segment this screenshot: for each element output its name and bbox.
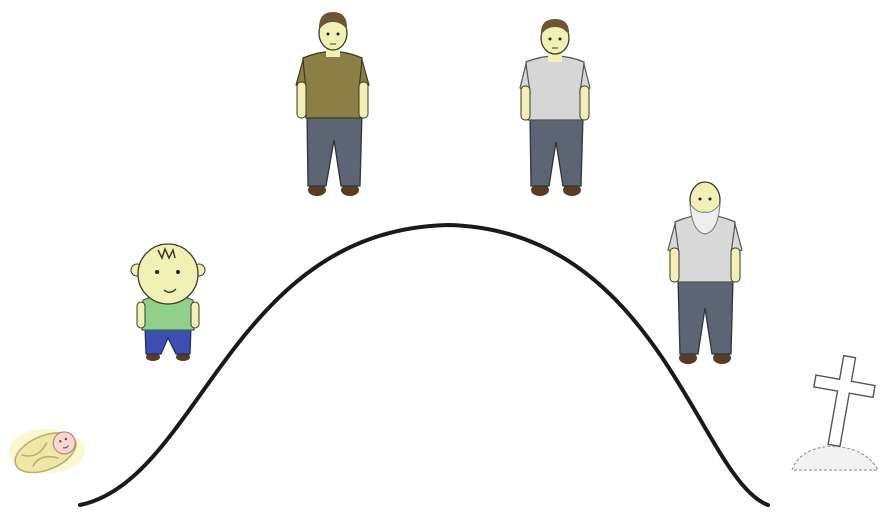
grave-figure: [791, 354, 880, 471]
life-curve: [78, 222, 770, 507]
elderly-figure: [667, 181, 743, 364]
young-adult-figure: [295, 12, 370, 196]
child-figure: [130, 243, 206, 361]
newborn-figure: [9, 429, 85, 474]
middle-aged-figure: [519, 19, 591, 196]
